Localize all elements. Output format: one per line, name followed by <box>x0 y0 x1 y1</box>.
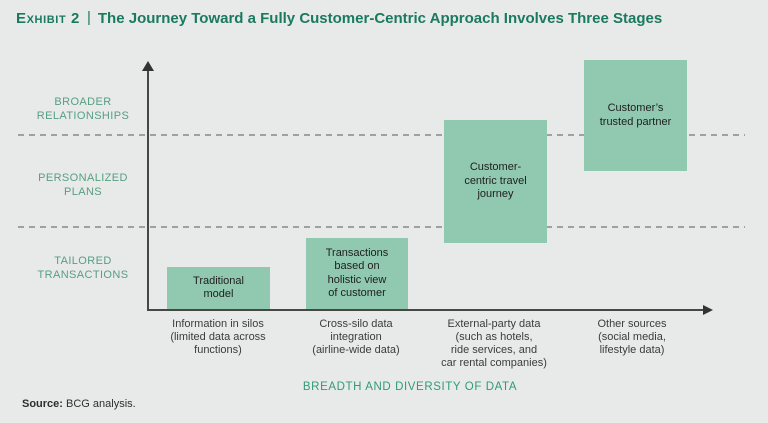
x-category-label-other-sources: Other sources (social media, lifestyle d… <box>597 318 667 356</box>
stage-box-holistic-transactions: Transactions based on holistic view of c… <box>306 238 408 309</box>
y-axis-line <box>147 70 149 311</box>
y-band-label-broader-relationships: BROADER RELATIONSHIPS <box>36 96 130 122</box>
y-band-label-tailored-transactions: TAILORED TRANSACTIONS <box>37 255 129 281</box>
exhibit-header: Exhibit 2 | The Journey Toward a Fully C… <box>16 9 756 27</box>
source-note: Source: BCG analysis. <box>22 398 136 410</box>
x-axis-line <box>147 309 705 311</box>
x-category-label-cross-silo: Cross-silo data integration (airline-wid… <box>312 318 400 356</box>
dashed-separator-upper <box>18 134 745 136</box>
y-axis-arrow-icon <box>142 61 154 71</box>
x-axis-title: BREADTH AND DIVERSITY OF DATA <box>302 381 518 393</box>
stage-box-trusted-partner: Customer’s trusted partner <box>584 60 687 171</box>
stage-box-traditional-model: Traditional model <box>167 267 270 309</box>
source-label: Source: <box>22 398 63 410</box>
title-separator: | <box>86 9 91 26</box>
exhibit-number-label: Exhibit 2 <box>16 10 80 27</box>
x-axis-arrow-icon <box>703 305 713 315</box>
dashed-separator-lower <box>18 226 745 228</box>
y-band-label-personalized-plans: PERSONALIZED PLANS <box>38 172 128 198</box>
x-category-label-external-party: External-party data (such as hotels, rid… <box>441 318 547 369</box>
x-category-label-silos: Information in silos (limited data acros… <box>170 318 266 356</box>
source-text: BCG analysis. <box>62 398 136 410</box>
stage-box-customer-centric-journey: Customer- centric travel journey <box>444 120 547 243</box>
exhibit-title-text: The Journey Toward a Fully Customer-Cent… <box>97 10 663 27</box>
